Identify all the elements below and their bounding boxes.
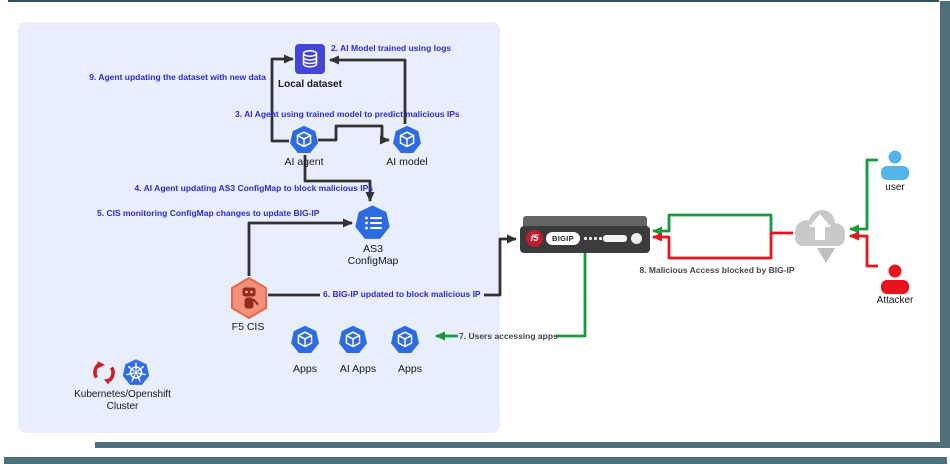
apps-right-icon	[391, 325, 419, 353]
bigip-appliance: f5 BIGIP	[520, 216, 650, 253]
cloud-upload-icon	[795, 210, 845, 263]
frame-right-border	[940, 1, 950, 448]
ai-apps-label: AI Apps	[339, 363, 377, 375]
user-person-icon	[881, 150, 909, 180]
as3-configmap-icon	[355, 205, 390, 239]
f5-cis-icon	[231, 277, 267, 319]
user-label: user	[885, 182, 905, 193]
step8-label: 8. Malicious Access blocked by BIG-IP	[639, 265, 795, 275]
arrow-step-7-line	[556, 253, 587, 338]
as3-label-line2: ConfigMap	[347, 255, 399, 267]
local-dataset-node	[295, 44, 325, 74]
step7-label: 7. Users accessing apps	[459, 331, 558, 341]
upload-arrow-icon	[809, 214, 831, 240]
as3-label-line1: AS3	[363, 243, 383, 255]
attacker-label: Attacker	[876, 295, 914, 306]
ai-apps-icon	[339, 325, 367, 353]
attacker-person-icon	[881, 264, 909, 294]
f5-logo-icon: f5	[526, 230, 543, 247]
step2-label: 2. AI Model trained using logs	[331, 43, 452, 53]
arrow-clean-traffic	[652, 213, 773, 236]
bigip-status-leds	[584, 237, 602, 240]
step5-label: 5. CIS monitoring ConfigMap changes to u…	[97, 208, 320, 218]
kubernetes-helm-icon	[122, 359, 150, 385]
arrow-user-to-cloud	[849, 158, 878, 234]
apps-left-icon	[291, 325, 319, 353]
ai-agent-icon	[290, 125, 318, 153]
arrow-malicious-traffic	[652, 231, 793, 260]
database-icon	[302, 49, 318, 68]
frame-bottom-strip	[4, 457, 947, 464]
step4-label: 4. AI Agent updating AS3 ConfigMap to bl…	[134, 183, 374, 193]
configmap-list-icon	[370, 217, 382, 229]
frame-bottom-border	[95, 442, 950, 448]
local-dataset-label: Local dataset	[278, 79, 342, 90]
bigip-drive-slot	[603, 235, 627, 242]
arrow-attacker-to-cloud	[849, 231, 878, 268]
download-arrow-icon	[817, 248, 835, 263]
apps-left-label: Apps	[293, 363, 317, 375]
step9-label: 9. Agent updating the dataset with new d…	[89, 72, 266, 82]
bigip-model-badge: BIGIP	[546, 232, 580, 245]
bigip-power-button	[631, 233, 642, 244]
f5-cis-label: F5 CIS	[231, 321, 265, 333]
step6-label: 6. BIG-IP updated to block malicious IP	[320, 289, 484, 299]
ai-model-label: AI model	[386, 156, 428, 168]
bigip-front-panel: f5 BIGIP	[520, 226, 650, 253]
cluster-label-line2: Cluster	[106, 401, 139, 412]
openshift-arrows-icon	[93, 361, 115, 385]
robot-icon	[242, 287, 259, 309]
ai-model-icon	[393, 125, 421, 153]
ai-agent-label: AI agent	[284, 156, 324, 168]
step3-label: 3. AI Agent using trained model to predi…	[235, 109, 460, 119]
frame-top-border	[8, 0, 939, 2]
cluster-label-line1: Kubernetes/Openshift	[74, 389, 171, 400]
apps-right-label: Apps	[398, 363, 422, 375]
